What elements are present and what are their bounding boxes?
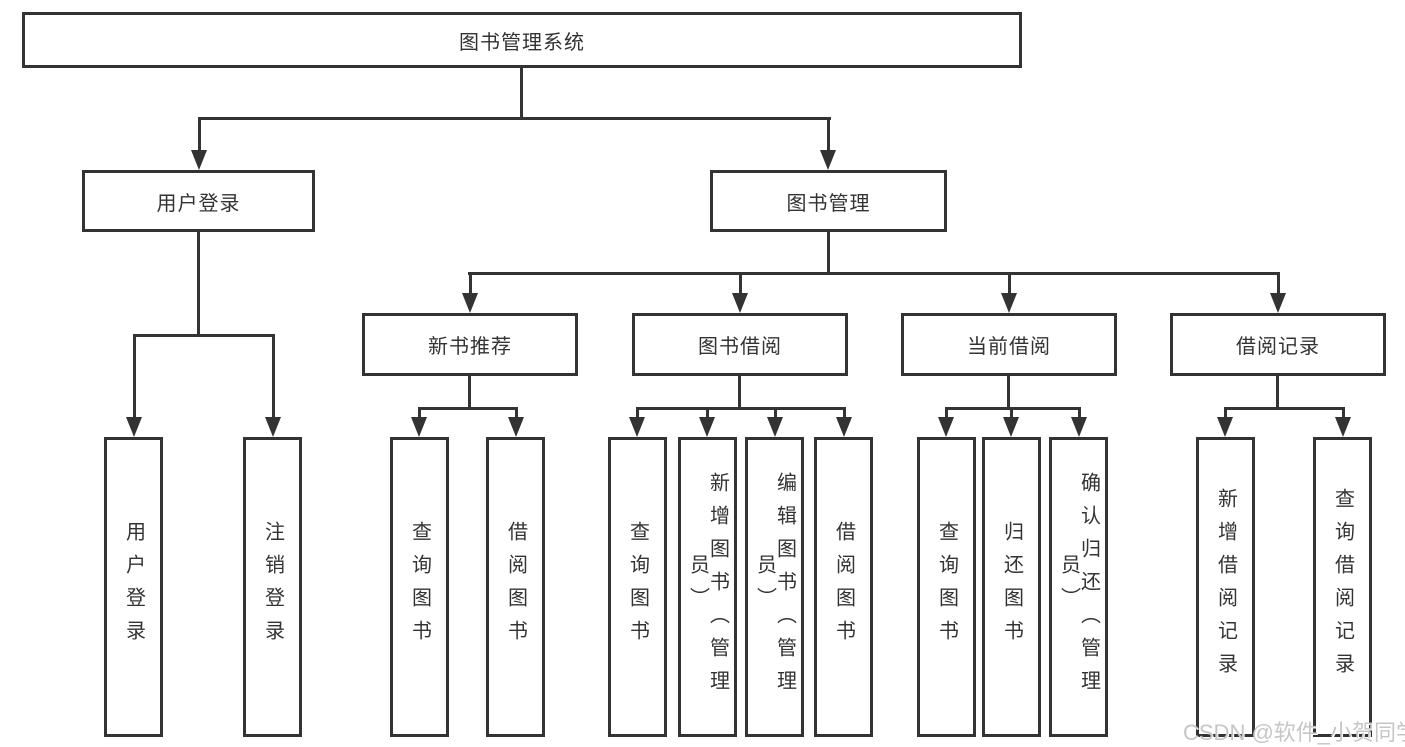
arrow-down-icon xyxy=(732,293,748,313)
connector-vertical-line xyxy=(468,376,471,409)
arrow-down-icon xyxy=(462,293,478,313)
connector-vertical-line xyxy=(469,272,472,297)
arrow-down-icon xyxy=(1003,417,1019,437)
arrow-down-icon xyxy=(938,417,954,437)
connector-vertical-line xyxy=(1277,272,1280,297)
arrow-down-icon xyxy=(1071,417,1087,437)
connector-vertical-line xyxy=(520,68,523,118)
connector-vertical-line xyxy=(1276,376,1279,409)
arrow-down-icon xyxy=(629,417,645,437)
arrow-down-icon xyxy=(265,417,281,437)
connector-vertical-line xyxy=(133,334,136,421)
watermark: CSDN @软件_小贺同学 xyxy=(1183,720,1405,745)
leaf-borrow-books-recommend: 借阅图书 xyxy=(486,437,545,737)
connector-vertical-line xyxy=(197,232,200,336)
leaf-return-books: 归还图书 xyxy=(982,437,1041,737)
connector-vertical-line xyxy=(272,334,275,421)
connector-vertical-line xyxy=(843,407,846,421)
connector-vertical-line xyxy=(945,407,948,421)
node-new-book-recommend: 新书推荐 xyxy=(362,313,578,376)
leaf-query-borrow-record: 查询借阅记录 xyxy=(1313,437,1372,737)
leaf-logout: 注销登录 xyxy=(243,437,302,737)
node-borrowing-records: 借阅记录 xyxy=(1170,313,1386,376)
connector-horizontal-line xyxy=(945,407,1081,410)
arrow-down-icon xyxy=(1217,417,1233,437)
arrow-down-icon xyxy=(767,417,783,437)
connector-horizontal-line xyxy=(468,272,1280,275)
leaf-edit-books-admin: 编辑图书（管理员） xyxy=(745,437,804,737)
leaf-user-login: 用户登录 xyxy=(104,437,163,737)
connector-vertical-line xyxy=(636,407,639,421)
node-root-library-management-system: 图书管理系统 xyxy=(22,12,1022,68)
connector-vertical-line xyxy=(827,232,830,274)
connector-horizontal-line xyxy=(636,407,845,410)
connector-vertical-line xyxy=(1010,407,1013,421)
leaf-query-books-recommend: 查询图书 xyxy=(390,437,449,737)
connector-vertical-line xyxy=(739,272,742,297)
arrow-down-icon xyxy=(1335,417,1351,437)
connector-vertical-line xyxy=(1224,407,1227,421)
connector-vertical-line xyxy=(1078,407,1081,421)
arrow-down-icon xyxy=(1001,293,1017,313)
node-book-management: 图书管理 xyxy=(710,170,947,232)
leaf-confirm-return-admin: 确认归还（管理员） xyxy=(1049,437,1108,737)
arrow-down-icon xyxy=(836,417,852,437)
connector-vertical-line xyxy=(1342,407,1345,421)
arrow-down-icon xyxy=(699,417,715,437)
connector-vertical-line xyxy=(1008,272,1011,297)
arrow-down-icon xyxy=(411,417,427,437)
leaf-query-books-borrowing: 查询图书 xyxy=(608,437,667,737)
connector-horizontal-line xyxy=(418,407,518,410)
arrow-down-icon xyxy=(508,417,524,437)
connector-horizontal-line xyxy=(1224,407,1345,410)
node-book-borrowing: 图书借阅 xyxy=(632,313,848,376)
leaf-add-borrow-record: 新增借阅记录 xyxy=(1196,437,1255,737)
connector-vertical-line xyxy=(198,117,201,154)
node-user-login: 用户登录 xyxy=(82,170,315,232)
leaf-query-books-current: 查询图书 xyxy=(917,437,976,737)
arrow-down-icon xyxy=(1270,293,1286,313)
connector-vertical-line xyxy=(738,376,741,409)
connector-vertical-line xyxy=(1007,376,1010,409)
connector-vertical-line xyxy=(774,407,777,421)
arrow-down-icon xyxy=(191,150,207,170)
node-current-borrowing: 当前借阅 xyxy=(901,313,1117,376)
connector-vertical-line xyxy=(515,407,518,421)
leaf-add-books-admin: 新增图书（管理员） xyxy=(678,437,737,737)
connector-horizontal-line xyxy=(198,117,831,120)
connector-vertical-line xyxy=(827,117,830,154)
arrow-down-icon xyxy=(126,417,142,437)
leaf-borrow-books: 借阅图书 xyxy=(814,437,873,737)
arrow-down-icon xyxy=(820,150,836,170)
connector-vertical-line xyxy=(418,407,421,421)
connector-vertical-line xyxy=(706,407,709,421)
connector-horizontal-line xyxy=(133,334,275,337)
